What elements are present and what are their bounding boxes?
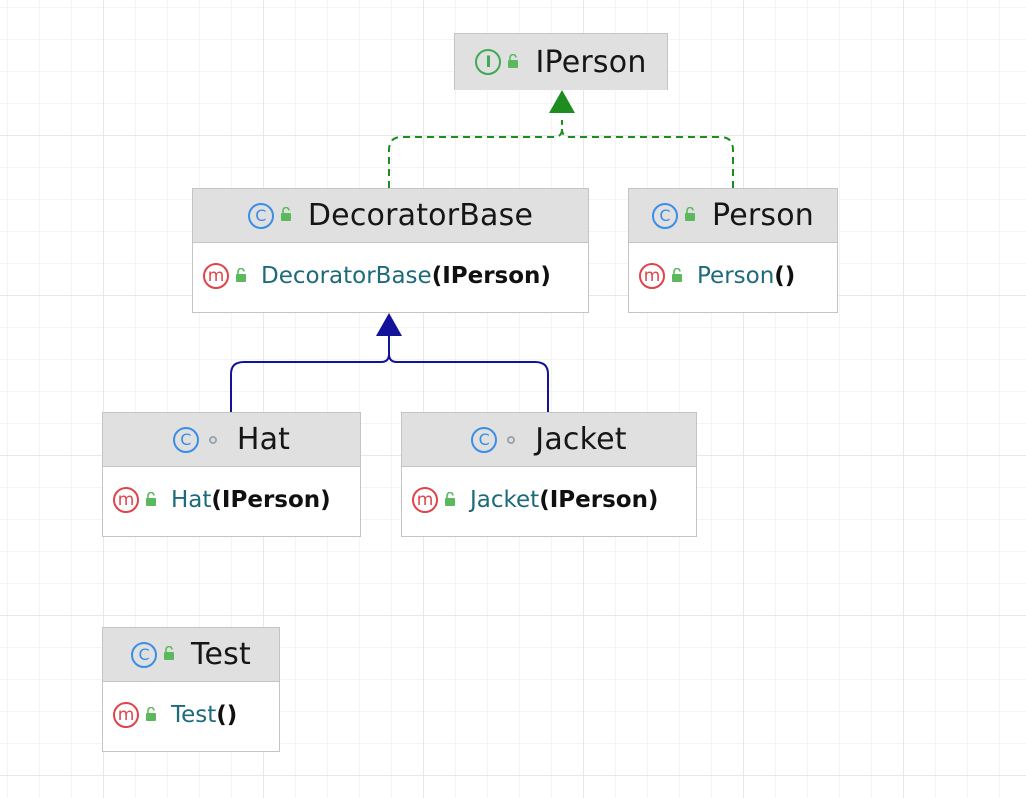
class-node-hat[interactable]: C Hat m Hat(IPerson) [102, 412, 361, 537]
class-node-person[interactable]: C Person m Person() [628, 188, 838, 313]
class-node-jacket[interactable]: C Jacket m Jacket(IPerson) [401, 412, 697, 537]
class-header: I IPerson [455, 34, 667, 90]
class-icon: C [172, 426, 199, 453]
implements-arrowhead [549, 90, 575, 113]
class-header: C DecoratorBase [193, 189, 588, 243]
class-member-row[interactable]: m Jacket(IPerson) [402, 467, 696, 533]
method-icon: m [203, 263, 229, 289]
public-lock-icon [145, 491, 157, 510]
member-params: (IPerson) [431, 263, 551, 289]
package-private-dot-icon [208, 435, 217, 444]
class-icon: C [131, 641, 158, 668]
member-params: () [774, 263, 796, 289]
method-icon: m [113, 487, 139, 513]
class-title: Test [191, 637, 251, 672]
public-lock-icon [145, 706, 157, 725]
class-header: C Test [103, 628, 279, 682]
edge-decoratorbase-implements-iperson[interactable] [388, 120, 563, 188]
interface-icon: I [475, 49, 502, 75]
method-icon: m [113, 702, 139, 728]
public-lock-icon [235, 267, 247, 286]
class-title: Person [711, 198, 814, 233]
class-title: IPerson [535, 44, 647, 80]
member-name: Test [171, 702, 217, 728]
public-lock-icon [507, 53, 519, 72]
package-private-dot-icon [507, 435, 516, 444]
public-lock-icon [684, 206, 696, 225]
class-node-iperson[interactable]: I IPerson [454, 33, 668, 90]
edge-jacket-extends-decoratorbase[interactable] [388, 353, 549, 412]
class-header: C Person [629, 189, 837, 243]
class-header: C Jacket [402, 413, 696, 467]
class-icon: C [651, 202, 678, 229]
class-title: Jacket [535, 422, 627, 457]
class-member-row[interactable]: m DecoratorBase(IPerson) [193, 243, 588, 309]
class-icon: C [247, 202, 274, 229]
edge-person-implements-iperson[interactable] [561, 128, 734, 188]
public-lock-icon [163, 645, 175, 664]
class-member-row[interactable]: m Hat(IPerson) [103, 467, 360, 533]
class-icon: C [471, 426, 498, 453]
class-title: DecoratorBase [307, 198, 534, 233]
public-lock-icon [444, 491, 456, 510]
member-name: Person [697, 263, 775, 289]
class-title: Hat [236, 422, 291, 457]
member-params: () [216, 702, 238, 728]
public-lock-icon [280, 206, 292, 225]
class-node-test[interactable]: C Test m Test() [102, 627, 280, 752]
member-params: (IPerson) [211, 487, 331, 513]
class-node-decoratorbase[interactable]: C DecoratorBase m DecoratorBase(IPerson) [192, 188, 589, 313]
edge-hat-extends-decoratorbase[interactable] [230, 336, 390, 412]
class-header: C Hat [103, 413, 360, 467]
public-lock-icon [671, 267, 683, 286]
class-member-row[interactable]: m Person() [629, 243, 837, 309]
member-name: Hat [171, 487, 212, 513]
class-member-row[interactable]: m Test() [103, 682, 279, 748]
member-name: Jacket [470, 487, 540, 513]
extends-arrowhead [376, 313, 402, 336]
method-icon: m [412, 487, 438, 513]
member-name: DecoratorBase [261, 263, 432, 289]
member-params: (IPerson) [539, 487, 659, 513]
method-icon: m [639, 263, 665, 289]
